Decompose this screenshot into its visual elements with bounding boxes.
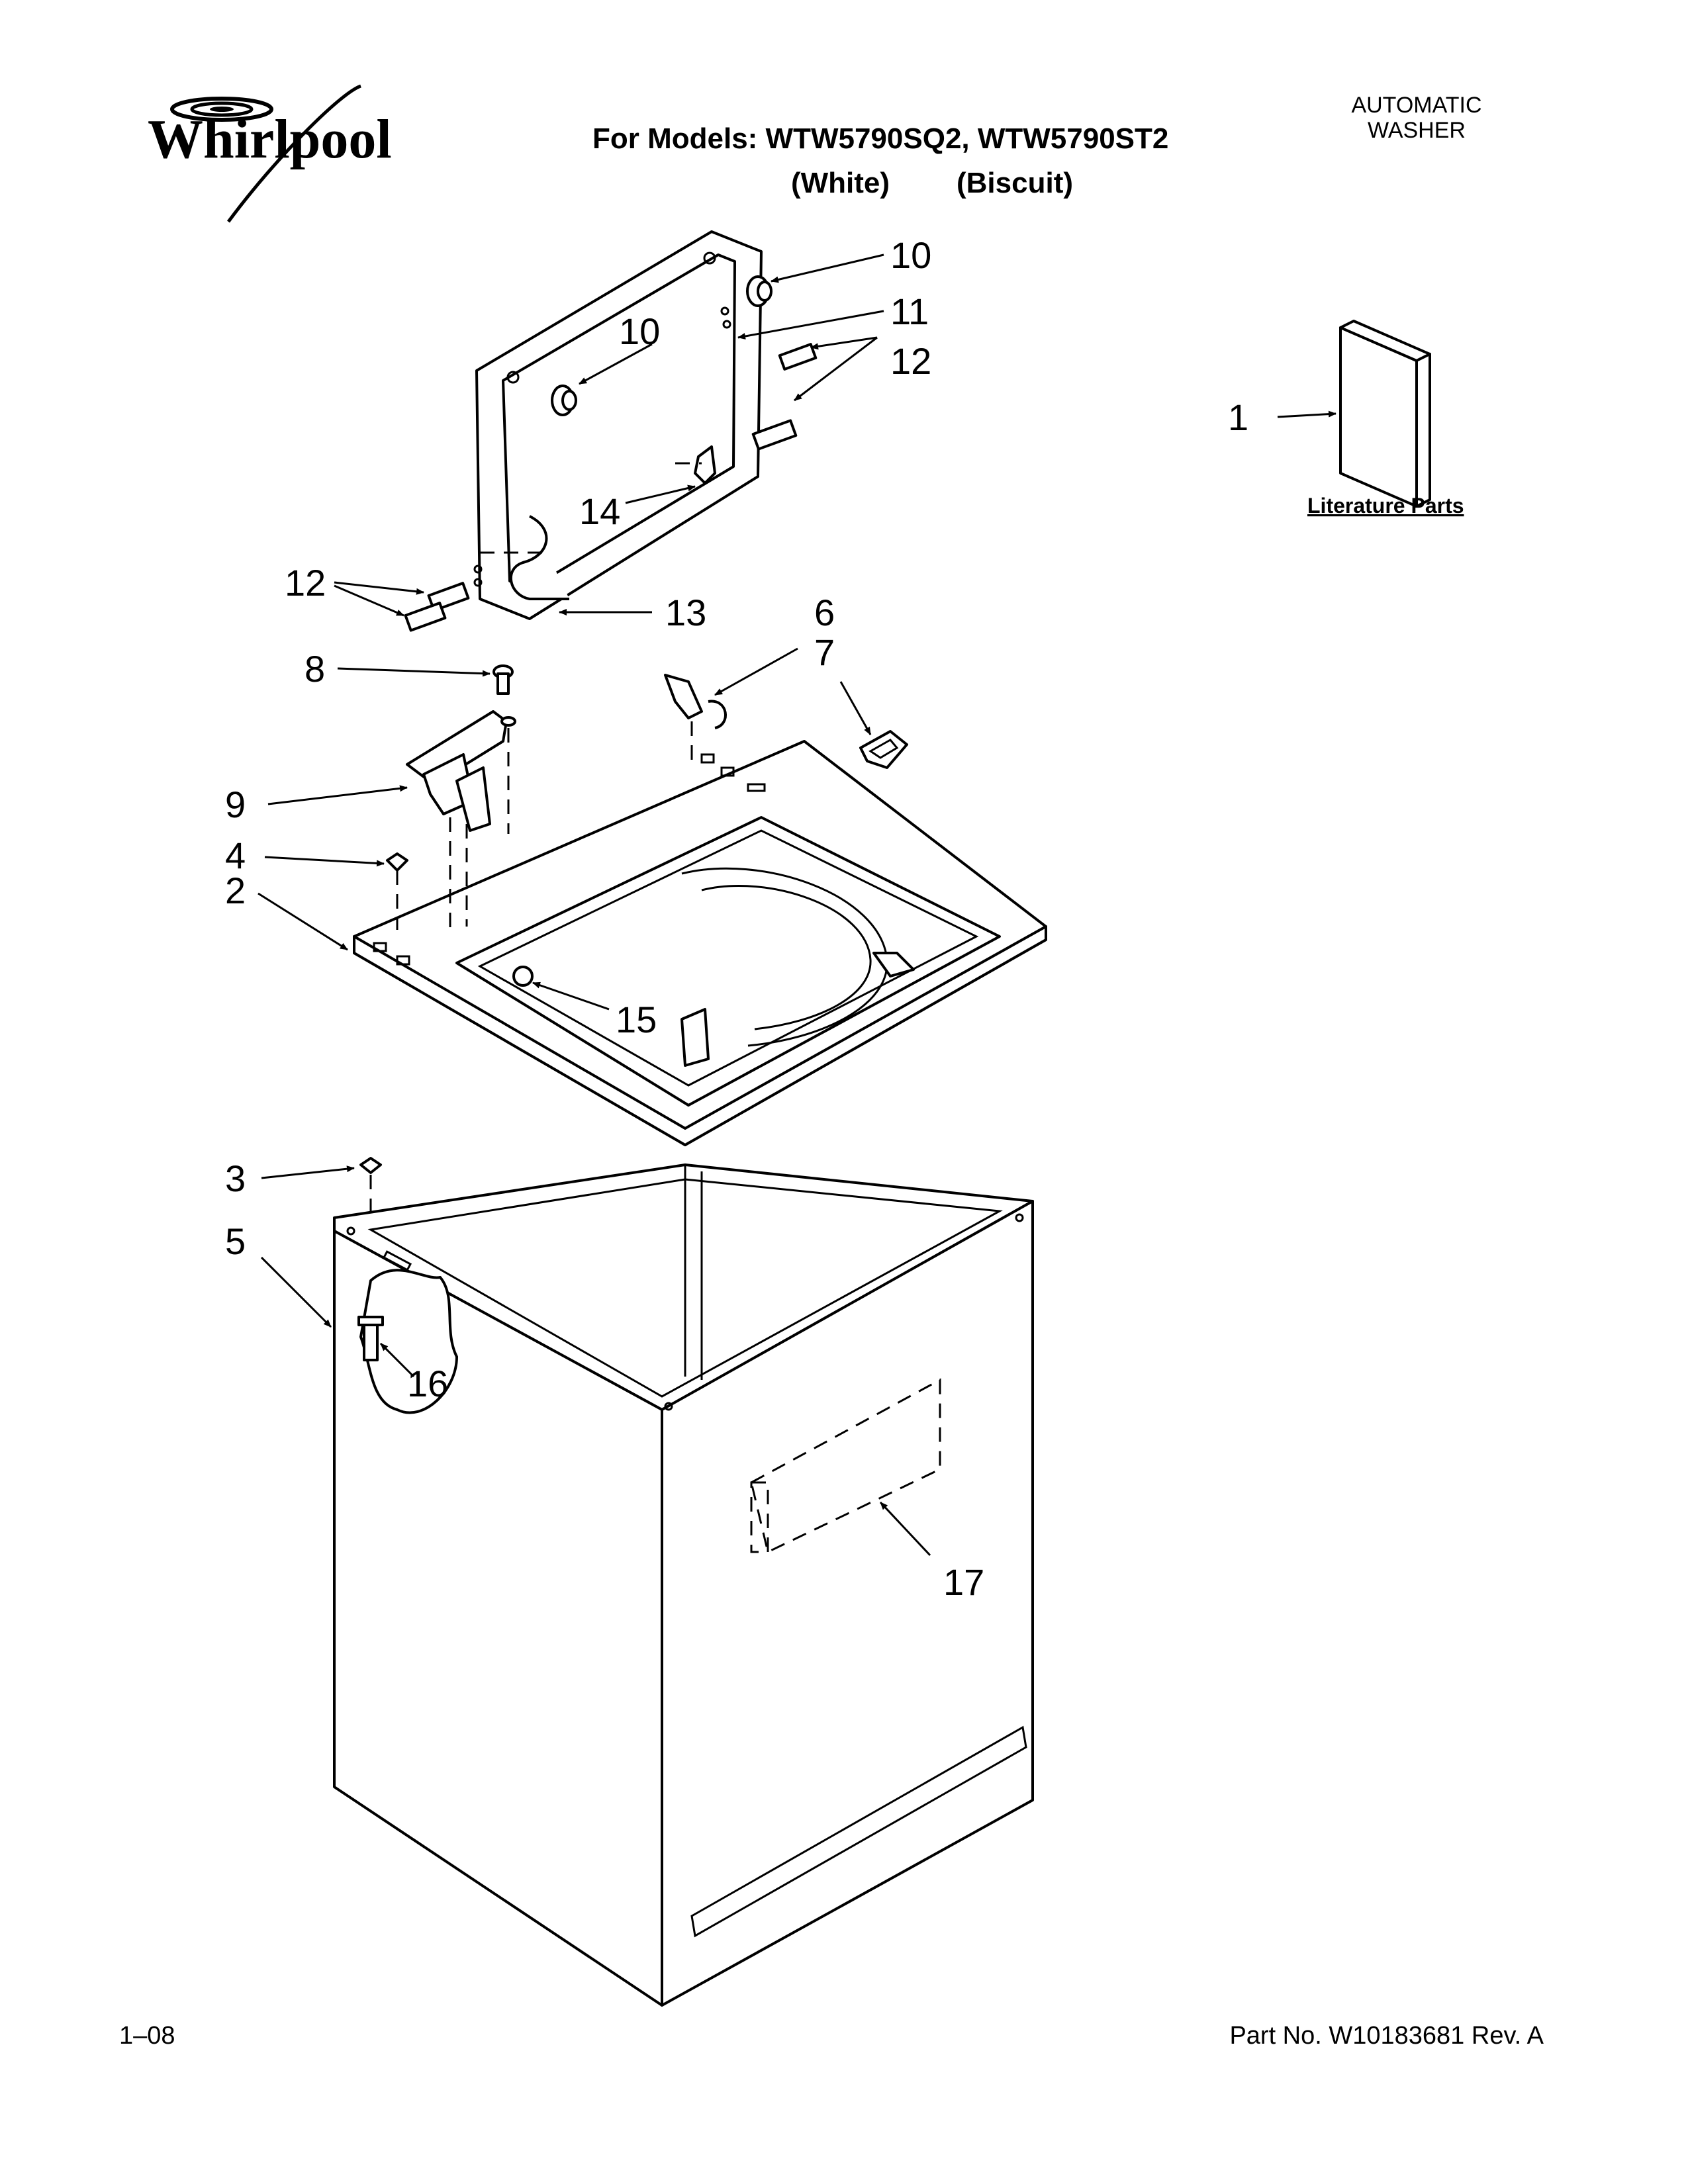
tech-sheet-area	[750, 1378, 941, 1554]
callout-17: 17	[943, 1561, 984, 1603]
callout-5: 5	[225, 1220, 246, 1262]
callout-1: 1	[1228, 396, 1248, 438]
callout-11: 11	[890, 291, 929, 332]
svg-text:Whirlpool: Whirlpool	[148, 109, 392, 170]
bleach-dispenser-clip	[664, 674, 727, 729]
cabinet	[333, 1163, 1034, 2007]
callout-12-left: 12	[285, 562, 326, 604]
callout-10-inner: 10	[619, 310, 660, 352]
literature-booklet	[1339, 320, 1431, 508]
hinge-clip	[694, 445, 716, 484]
callout-14: 14	[579, 490, 620, 532]
document-type: AUTOMATIC WASHER	[1284, 93, 1549, 143]
top-panel	[353, 740, 1047, 1146]
literature-parts-label: Literature Parts	[1307, 494, 1464, 518]
callout-7: 7	[814, 631, 835, 673]
callout-15: 15	[616, 999, 657, 1040]
part-number: Part No. W10183681 Rev. A	[1229, 2022, 1544, 2050]
revision-date: 1–08	[119, 2022, 175, 2050]
callout-2: 2	[225, 870, 246, 911]
callout-16: 16	[407, 1363, 448, 1404]
models-line: For Models: WTW5790SQ2, WTW5790ST2	[592, 122, 1169, 155]
lid-frame	[473, 230, 763, 620]
cabinet-corner-bracket	[359, 1157, 382, 1174]
lid-bumper	[551, 275, 773, 416]
switch-mounting-clip	[386, 852, 408, 872]
lid-switch	[406, 710, 508, 832]
callout-13: 13	[665, 592, 706, 633]
callout-3: 3	[225, 1158, 246, 1199]
whirlpool-logo: Whirlpool	[148, 84, 392, 223]
fabric-softener-cap	[859, 730, 908, 769]
doc-type-line1: AUTOMATIC	[1351, 93, 1482, 118]
callout-9: 9	[225, 784, 246, 825]
callout-4: 4	[225, 835, 246, 876]
lid-switch-screw	[492, 664, 516, 727]
cabinet-cutaway-screw	[357, 1269, 458, 1414]
doc-type-line2: WASHER	[1368, 118, 1466, 143]
callout-10-top: 10	[890, 234, 931, 276]
lid-hinge-pin	[510, 515, 569, 600]
lid-hinge-screws	[404, 343, 818, 632]
callout-6: 6	[814, 592, 835, 633]
color-biscuit-label: (Biscuit)	[957, 167, 1073, 199]
callout-12-right: 12	[890, 340, 931, 382]
color-white-label: (White)	[791, 167, 890, 199]
callout-8: 8	[305, 648, 325, 690]
